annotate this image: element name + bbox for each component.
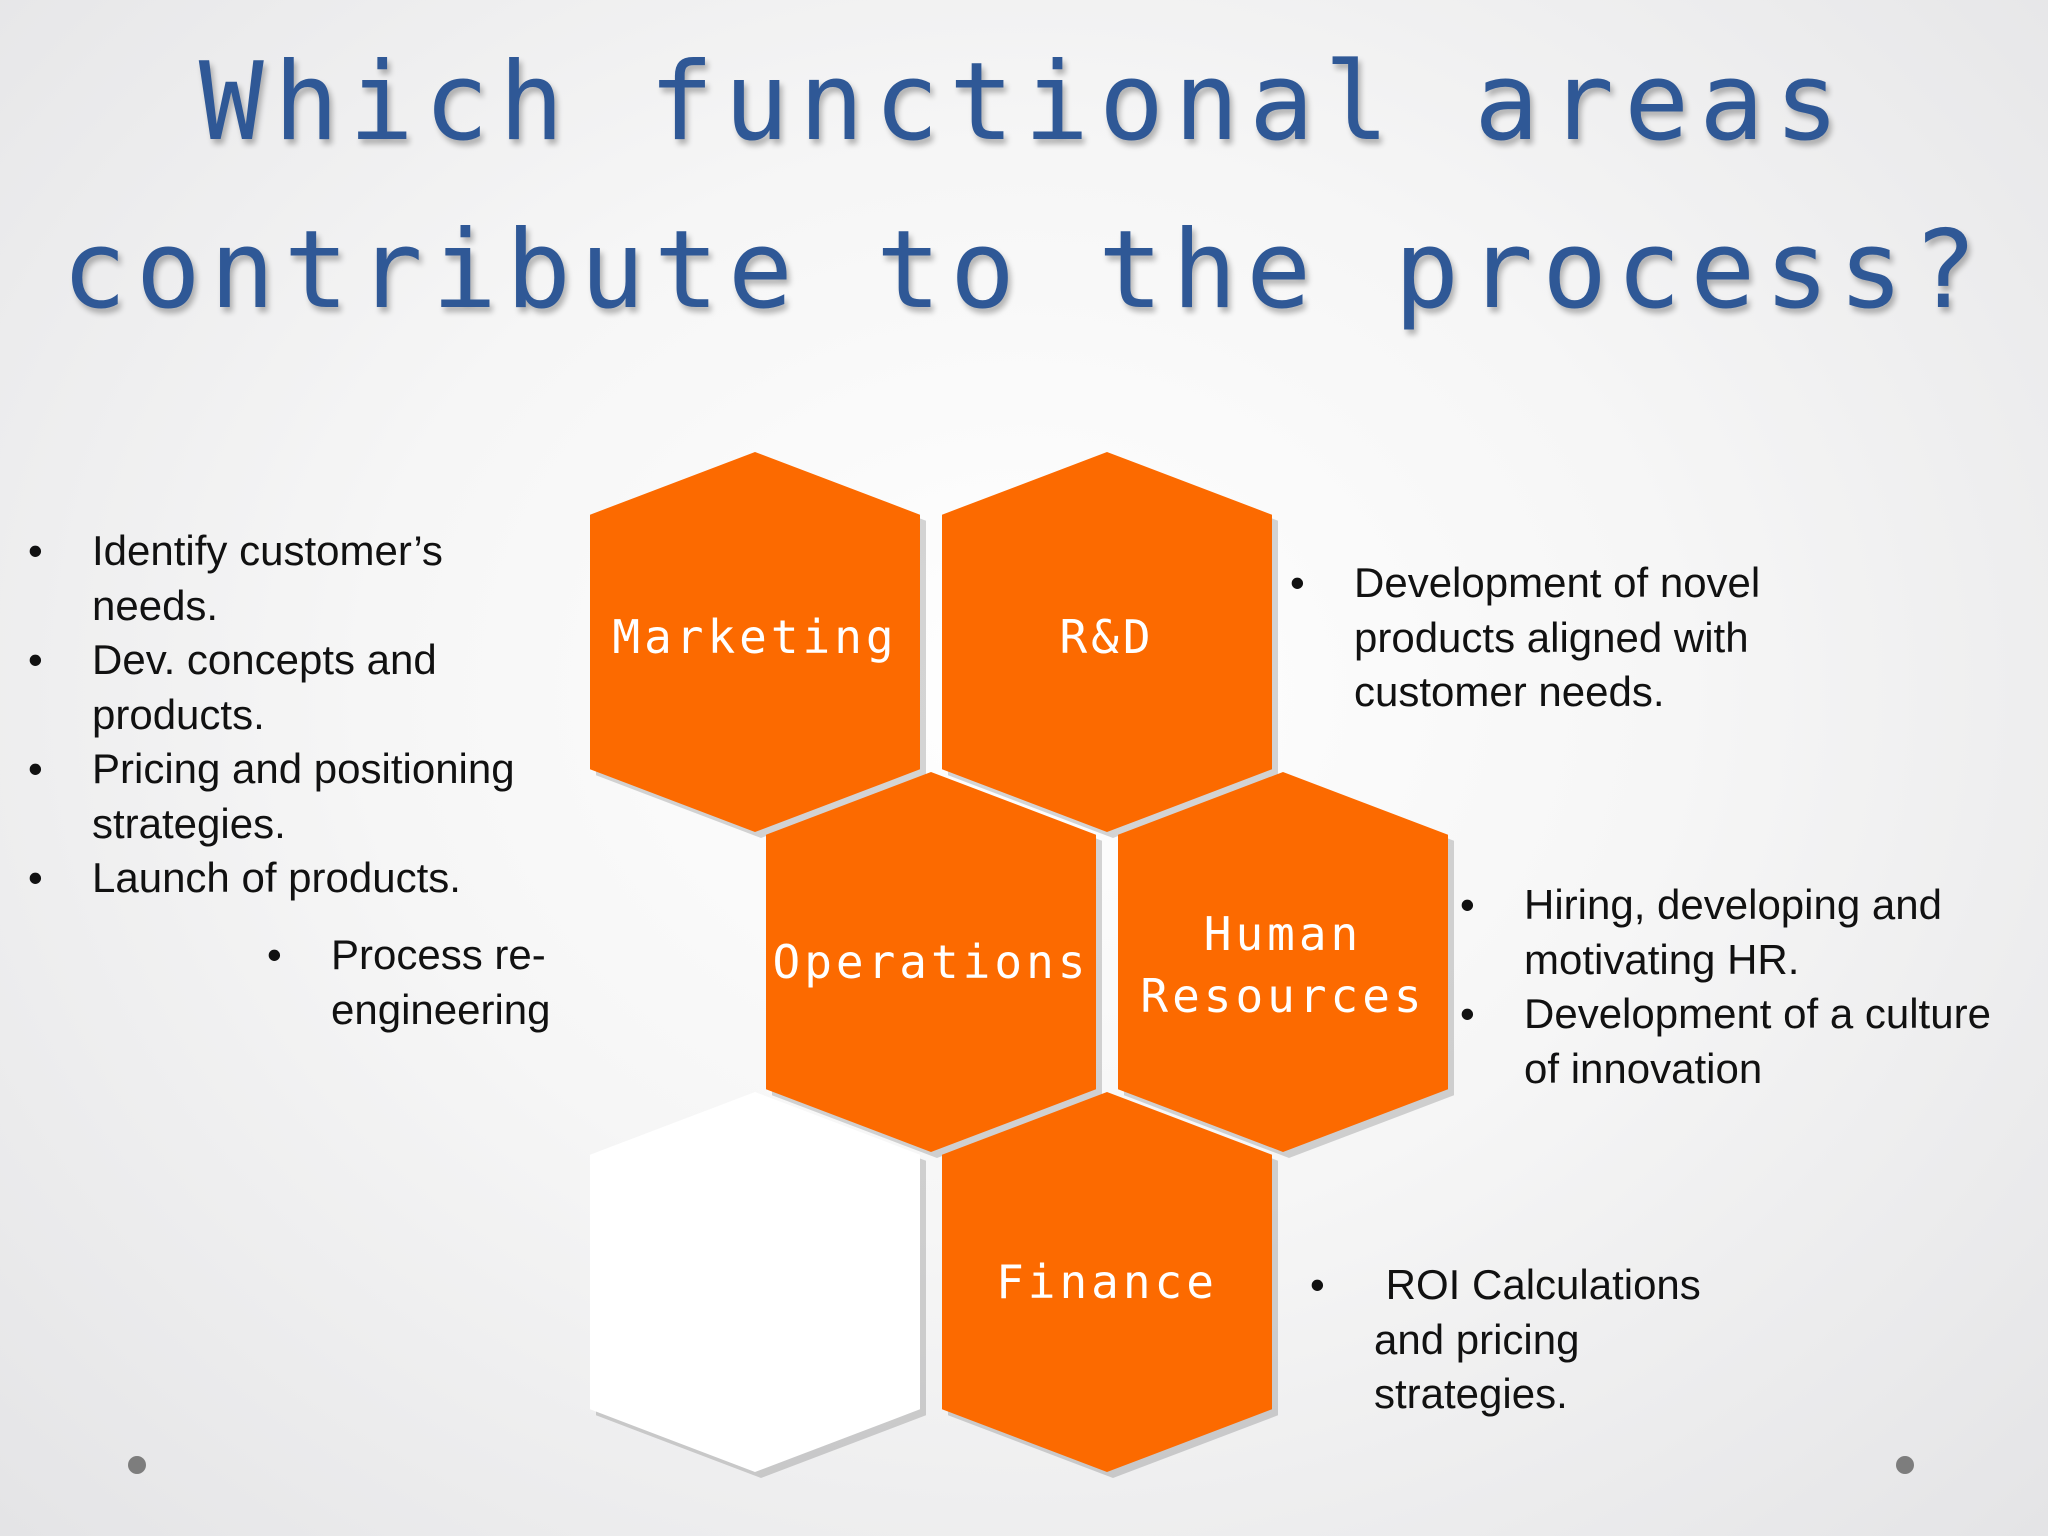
marketing-note: Identify customer’s needs. [24,524,554,633]
marketing-note: Dev. concepts and products. [24,633,554,742]
slide-corner-dot-right [1896,1456,1914,1474]
finance-label: Finance [996,1255,1218,1309]
finance-note: ROI Calculations and pricing strategies. [1306,1258,1706,1422]
slide-title-line-2: contribute to the process? [61,208,1987,333]
operations-label: Operations [772,935,1090,989]
finance-notes: ROI Calculations and pricing strategies. [1306,1258,1706,1422]
operations-note: Process re-engineering [263,928,583,1037]
slide-title-line-1: Which functional areas [198,40,1850,165]
operations-notes: Process re-engineering [263,928,583,1037]
rnd-note: Development of novel products aligned wi… [1286,556,1846,720]
marketing-label: Marketing [612,610,898,664]
marketing-note: Pricing and positioning strategies. [24,742,554,851]
marketing-notes: Identify customer’s needs. Dev. concepts… [24,524,554,906]
marketing-hexagon: Marketing [590,452,920,832]
marketing-note: Launch of products. [24,851,554,906]
finance-hexagon: Finance [942,1092,1272,1472]
rnd-label: R&D [1059,610,1155,664]
human-resources-note: Hiring, developing and motivating HR. [1456,878,2016,987]
operations-hexagon: Operations [766,772,1096,1152]
rnd-notes: Development of novel products aligned wi… [1286,556,1846,720]
human-resources-label: Human Resources [1140,907,1426,1023]
human-resources-hexagon: Human Resources [1118,772,1448,1152]
human-resources-note: Development of a culture of innovation [1456,987,2016,1096]
human-resources-notes: Hiring, developing and motivating HR. De… [1456,878,2016,1096]
empty-hexagon [590,1092,920,1472]
slide-corner-dot-left [128,1456,146,1474]
rnd-hexagon: R&D [942,452,1272,832]
